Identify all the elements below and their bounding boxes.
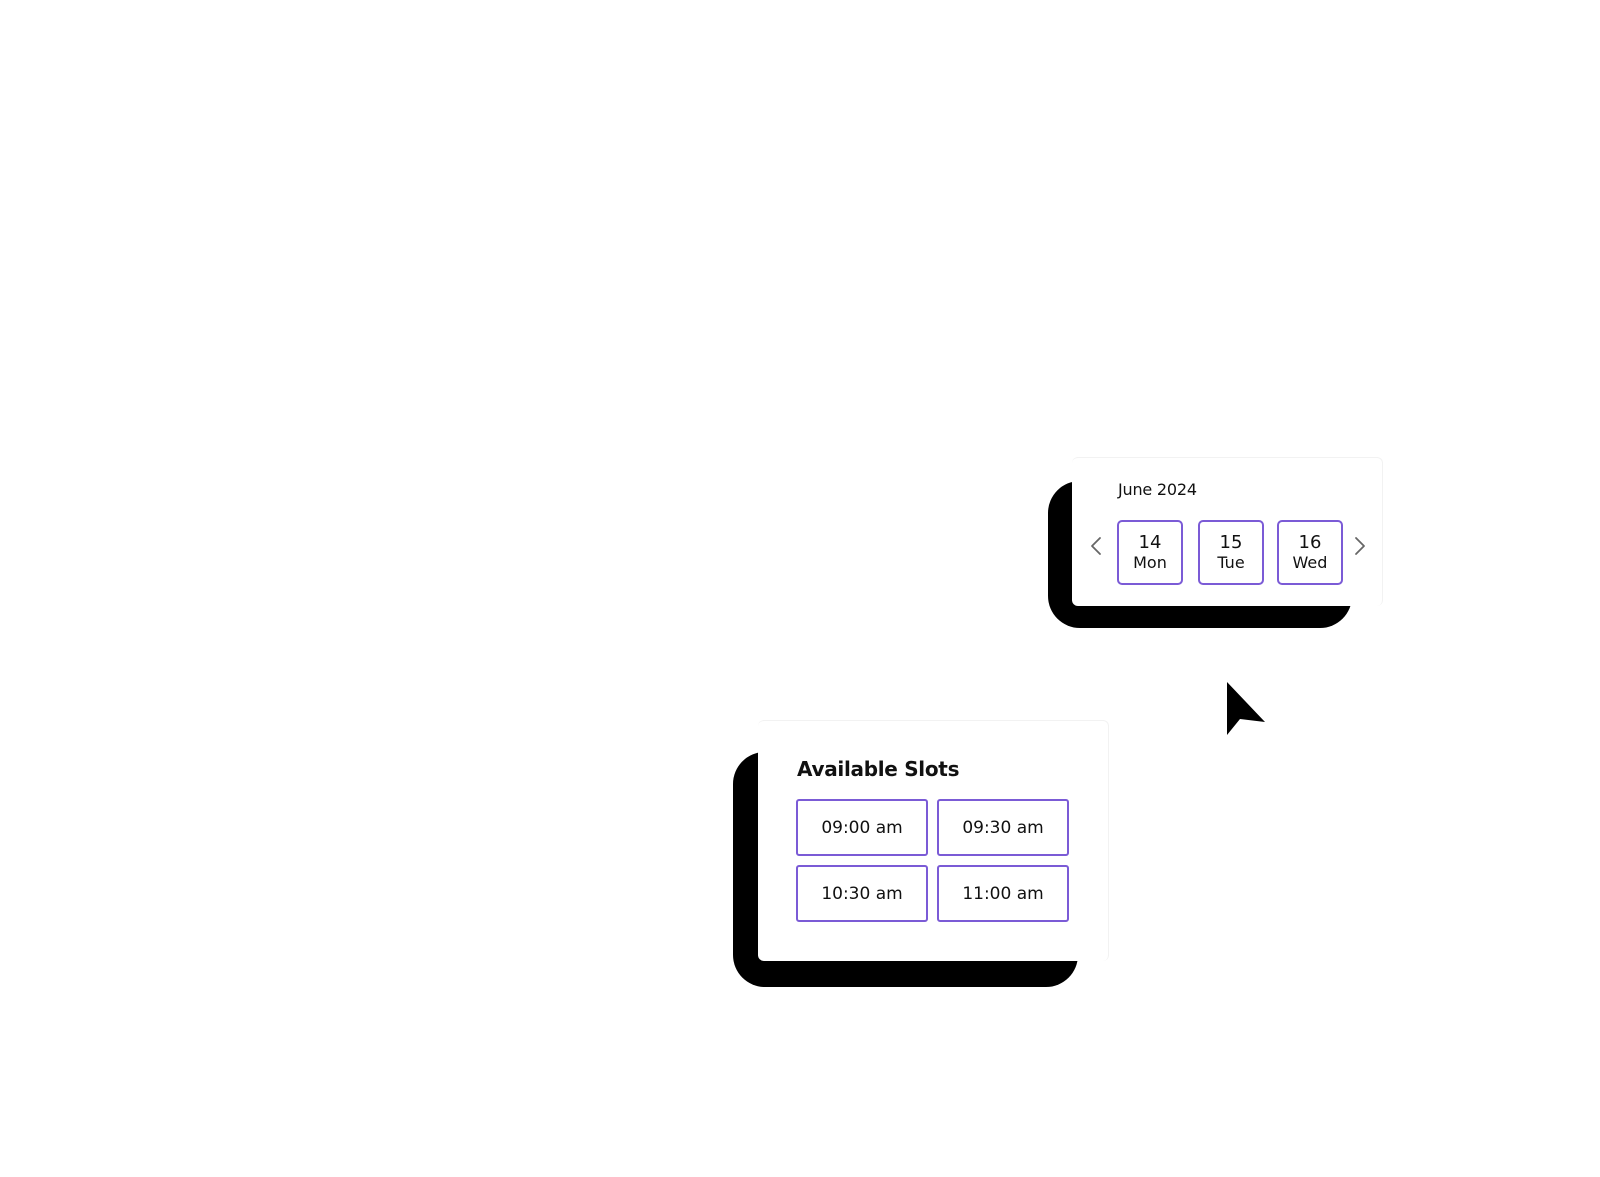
day-weekday: Wed xyxy=(1292,552,1328,572)
date-picker-card: June 2024 14 Mon 15 Tue 16 Wed xyxy=(1072,457,1383,606)
day-weekday: Tue xyxy=(1217,552,1245,572)
day-weekday: Mon xyxy=(1133,552,1167,572)
mouse-pointer-icon xyxy=(1227,682,1265,735)
prev-dates-button[interactable] xyxy=(1086,534,1106,558)
slot-button-1100[interactable]: 11:00 am xyxy=(937,865,1069,922)
slot-button-0930[interactable]: 09:30 am xyxy=(937,799,1069,856)
day-button-15[interactable]: 15 Tue xyxy=(1198,520,1264,585)
next-dates-button[interactable] xyxy=(1350,534,1370,558)
chevron-left-icon xyxy=(1091,537,1101,555)
slots-title: Available Slots xyxy=(797,757,960,781)
month-label: June 2024 xyxy=(1118,480,1197,499)
day-number: 14 xyxy=(1138,531,1162,553)
day-button-14[interactable]: 14 Mon xyxy=(1117,520,1183,585)
day-number: 16 xyxy=(1298,531,1322,553)
day-number: 15 xyxy=(1219,531,1243,553)
chevron-right-icon xyxy=(1355,537,1365,555)
day-button-16[interactable]: 16 Wed xyxy=(1277,520,1343,585)
available-slots-card: Available Slots 09:00 am 09:30 am 10:30 … xyxy=(758,720,1109,961)
slot-button-1030[interactable]: 10:30 am xyxy=(796,865,928,922)
slot-button-0900[interactable]: 09:00 am xyxy=(796,799,928,856)
